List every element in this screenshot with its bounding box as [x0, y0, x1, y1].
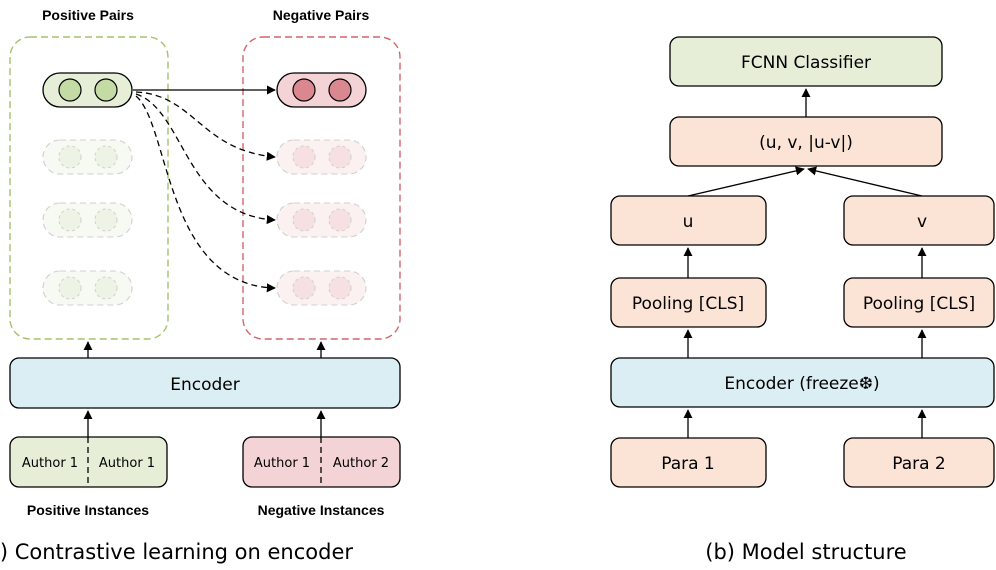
positive-pairs-title: Positive Pairs	[42, 7, 134, 23]
v-label: v	[917, 212, 927, 232]
negative-pair-faded	[276, 202, 367, 238]
negative-instances-label: Negative Instances	[258, 502, 385, 518]
negative-pair-faded	[276, 139, 367, 175]
positive-pair-active	[42, 72, 133, 108]
para2-label: Para 2	[892, 454, 946, 474]
negative-instance-left: Author 1	[254, 456, 310, 471]
negative-pairs-title: Negative Pairs	[273, 7, 370, 23]
classifier-label: FCNN Classifier	[741, 53, 871, 73]
positive-embedding-dot	[94, 78, 118, 102]
negative-instance-right: Author 2	[333, 456, 389, 471]
positive-instances-label: Positive Instances	[27, 502, 149, 518]
pair-arrow-dashed	[135, 93, 276, 225]
concat-label: (u, v, |u-v|)	[759, 133, 853, 153]
v-to-concat-arrow	[807, 166, 923, 197]
positive-instance-left: Author 1	[22, 456, 78, 471]
pooling-right-label: Pooling [CLS]	[863, 294, 975, 314]
u-to-concat-arrow	[687, 166, 805, 197]
para1-box	[610, 437, 767, 488]
negative-pair-faded	[276, 270, 367, 306]
negative-embedding-dot	[292, 78, 316, 102]
negative-embedding-dot	[328, 78, 352, 102]
positive-embedding-dot	[58, 78, 82, 102]
encoder-freeze-label: Encoder (freeze❆)	[724, 374, 879, 394]
caption-b: (b) Model structure	[705, 540, 906, 564]
positive-pair-faded	[42, 202, 133, 238]
pooling-box-left	[610, 277, 767, 328]
negative-instance-box: Author 1 Author 2	[242, 436, 401, 488]
pooling-box-right	[843, 277, 995, 328]
caption-a: a) Contrastive learning on encoder	[0, 540, 353, 564]
pooling-left-label: Pooling [CLS]	[632, 294, 744, 314]
u-label: u	[683, 212, 694, 232]
encoder-label-a: Encoder	[170, 375, 240, 395]
positive-pair-faded	[42, 270, 133, 306]
encoder-box-a	[9, 357, 401, 409]
positive-instance-right: Author 1	[99, 456, 155, 471]
negative-pairs-container	[242, 36, 401, 340]
para2-box	[843, 437, 995, 488]
encoder-box-b	[610, 357, 995, 408]
positive-pairs-container	[9, 36, 169, 340]
para1-label: Para 1	[661, 454, 715, 474]
pair-arrow-dashed	[135, 91, 276, 161]
positive-pair-faded	[42, 139, 133, 175]
positive-instance-box: Author 1 Author 1	[9, 436, 168, 488]
pair-arrow-dashed	[135, 95, 276, 293]
classifier-box	[669, 36, 943, 87]
v-box	[843, 195, 995, 246]
u-box	[610, 195, 767, 246]
concat-box	[669, 116, 943, 167]
negative-pair-active	[276, 72, 367, 108]
